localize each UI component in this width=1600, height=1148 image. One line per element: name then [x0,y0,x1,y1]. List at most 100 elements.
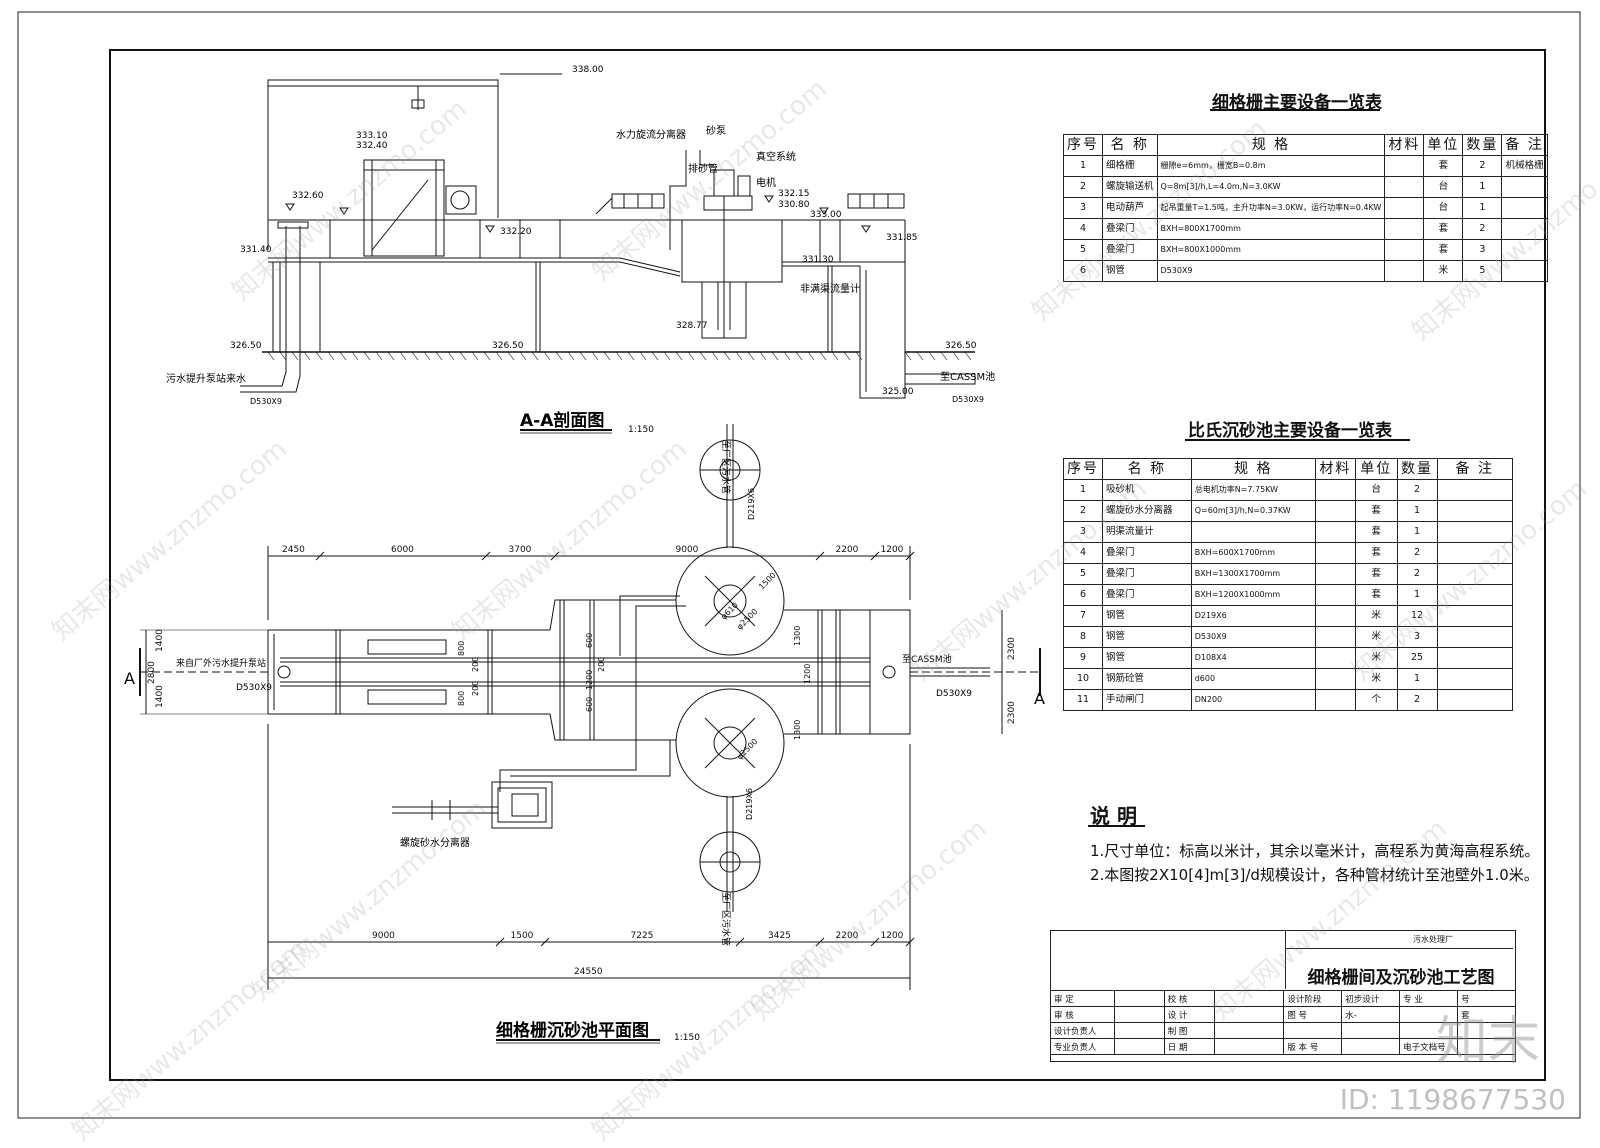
table-cell: 3 [1063,521,1103,543]
inner-dimension: φ610 [719,601,740,622]
elev-332-20: 332.20 [500,227,532,237]
plan-outlet-pipe: D530X9 [936,689,972,699]
title-block-cell: 校 核 [1163,990,1215,1007]
table-cell: 台 [1354,479,1398,501]
elev-326-50-b: 326.50 [492,341,524,351]
section-scale: 1:150 [628,425,654,435]
right-dimension: 2300 [1007,701,1017,724]
table-cell [1314,626,1356,648]
section-view [240,73,976,399]
table-header-cell: 单位 [1423,134,1464,156]
table-cell: 螺旋输送机 [1102,176,1158,198]
table-cell: 2 [1396,542,1438,564]
top-dimension: 1200 [881,545,904,555]
table-cell: BXH=600X1700mm [1190,542,1316,564]
table-cell [1384,218,1425,240]
table-cell: 2 [1396,479,1438,501]
table-cell [1384,239,1425,261]
table-cell: 4 [1063,542,1103,564]
table-header-cell: 备 注 [1436,458,1514,480]
inner-dimension: 200 [471,681,480,696]
table-cell [1436,521,1514,543]
title-block-grid: 审 定校 核设计阶段初步设计专 业号审 核设 计图 号水-套设计负责人制 图专业… [1050,990,1516,1055]
table-header-cell: 材料 [1384,134,1425,156]
inner-dimension: φ2500 [735,607,759,631]
table-cell [1314,500,1356,522]
table-cell [1501,176,1548,198]
label-flowmeter: 非满渠流量计 [800,282,860,295]
table-cell: 叠梁门 [1102,542,1192,564]
elev-325: 325.00 [882,387,914,397]
label-vacuum: 真空系统 [756,150,796,163]
title-block-cell: 审 定 [1050,990,1115,1007]
bottom-dimension: 1200 [881,931,904,941]
table-cell: 25 [1396,647,1438,669]
table-header-cell: 规 格 [1156,134,1386,156]
table-cell: BXH=1200X1000mm [1190,584,1316,606]
table-cell: 1 [1396,500,1438,522]
plan-view [139,424,1041,990]
table-cell: 钢管 [1102,605,1192,627]
label-sand-pipe: 排砂管 [688,162,718,175]
elev-326-50-c: 326.50 [945,341,977,351]
note-line-1: 1.尺寸单位：标高以米计，其余以毫米计，高程系为黄海高程系统。 [1090,842,1540,860]
table-cell: 钢管 [1102,626,1192,648]
table-cell [1314,689,1356,711]
title-block-cell [1113,1022,1165,1039]
table-cell: 叠梁门 [1102,218,1158,240]
table-cell: 套 [1354,500,1398,522]
table-cell: 叠梁门 [1102,563,1192,585]
left-dimension: 1400 [155,629,165,652]
table-cell [1501,197,1548,219]
table-cell [1436,668,1514,690]
section-mark-right: A [1034,689,1045,708]
table-cell: 细格栅 [1102,155,1158,177]
elev-326-50-a: 326.50 [230,341,262,351]
elev-338: 338.00 [572,65,604,75]
table-cell: 手动闸门 [1102,689,1192,711]
top-dimension: 2200 [836,545,859,555]
elev-332-15: 332.15 [778,189,810,199]
table-cell: BXH=1300X1700mm [1190,563,1316,585]
table-cell: 电动葫芦 [1102,197,1158,219]
label-inlet-pipe: D530X9 [250,397,282,406]
table-cell: 1 [1462,176,1503,198]
table-cell [1384,176,1425,198]
title-block-cell [1113,1006,1165,1023]
table-cell: 5 [1063,563,1103,585]
elev-332-60: 332.60 [292,191,324,201]
table-cell: 5 [1063,239,1103,261]
table-cell: 2 [1396,689,1438,711]
title-block-cell: 电子文档号 [1399,1038,1459,1055]
table-cell: 总电机功率N=7.75KW [1190,479,1316,501]
plan-sewer-bottom: 至厂区污水管 [720,892,732,946]
table-cell: 3 [1063,197,1103,219]
title-block-cell [1113,1038,1165,1055]
table-cell: 套 [1423,239,1464,261]
inner-border [109,49,1546,1081]
title-block-cell [1113,990,1165,1007]
inner-dimension: 1300 [793,720,802,740]
title-block-cell: 审 核 [1050,1006,1115,1023]
table-cell: 2 [1063,500,1103,522]
title-block-cell: 专业负责人 [1050,1038,1115,1055]
note-line-2: 2.本图按2X10[4]m[3]/d规模设计，各种管材统计至池壁外1.0米。 [1090,866,1539,884]
inner-dimension: 1200 [803,664,812,684]
table-cell [1314,542,1356,564]
plan-scale: 1:150 [674,1033,700,1043]
top-dimension: 9000 [676,545,699,555]
plan-pipe-top: D219X6 [747,488,756,520]
plan-pipe-bottom: D219X6 [745,788,754,820]
title-block-cell: 版 本 号 [1283,1038,1343,1055]
table-cell: 1 [1063,155,1103,177]
table-cell [1436,689,1514,711]
tb-drawing-title: 细格栅间及沉砂池工艺图 [1285,949,1516,989]
table-cell: 起吊重量T=1.5吨，主升功率N=3.0KW，运行功率N=0.4KW [1156,197,1386,219]
plan-separator-label: 螺旋砂水分离器 [400,836,470,849]
